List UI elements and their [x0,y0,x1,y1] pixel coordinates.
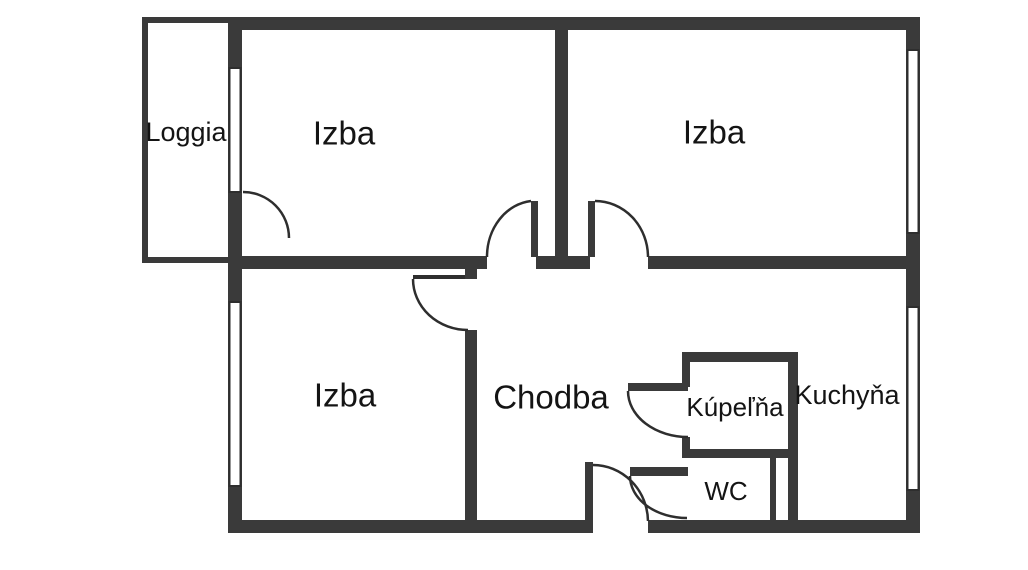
label-chodba: Chodba [493,379,609,416]
door-leaf-kupelna [628,383,688,391]
door-arc-wc [628,475,688,520]
label-loggia: Loggia [145,117,227,147]
wall-kupelna-top [682,352,798,362]
label-izba-top-right: Izba [683,114,746,151]
door-arc-kupelna [626,390,689,439]
wall-middle-left-segment [228,256,487,269]
room-labels: Loggia Izba Izba Izba Chodba Kúpeľňa WC … [145,114,900,507]
wall-loggia-bottom [142,257,228,263]
wall-middle-right-segment [648,256,920,269]
wall-izba3-door-stub [465,269,477,279]
windows [228,49,920,491]
wall-outer-top [228,17,920,30]
door-leaf-entrance [585,462,593,522]
wall-wc-duct-partition [770,458,776,520]
wall-loggia-left [142,17,148,263]
wall-outer-bottom-left-of-entrance [228,520,593,533]
window-loggia-door-glass [228,67,242,193]
label-kupelna: Kúpeľňa [686,392,784,422]
wall-izba3-right [465,330,477,520]
wall-kupelna-kuchyna [788,352,798,520]
window-kuchyna [906,306,920,491]
door-arc-izba-top-right [594,199,650,258]
label-izba-bottom-left: Izba [314,377,377,414]
door-arc-entrance [592,463,650,522]
label-izba-top-left: Izba [313,115,376,152]
door-arc-izba-bottom-left [411,278,469,332]
wall-loggia-top [142,17,228,23]
wall-outer-bottom-right-of-entrance [648,520,920,533]
label-wc: WC [704,476,747,506]
wall-kupelna-left-lower [682,437,690,449]
label-kuchyna: Kuchyňa [794,380,900,410]
wall-kupelna-left-upper [682,362,690,387]
walls [142,17,920,533]
door-leaf-izba-top-left [531,201,538,257]
wall-upper-rooms-divider [555,30,568,257]
door-leaf-izba-top-right [588,201,595,257]
doors [228,190,689,522]
balcony-door-stub [228,238,242,257]
door-leaf-izba-bottom-left [413,275,465,279]
door-arc-izba-top-left [485,199,532,258]
wall-middle-center-segment [536,256,590,269]
balcony-door-arc [242,190,291,239]
window-izba-top-right [906,49,920,234]
wall-kupelna-wc-divider [682,449,798,458]
door-leaf-wc [630,467,688,476]
window-izba-bottom-left [228,301,242,487]
